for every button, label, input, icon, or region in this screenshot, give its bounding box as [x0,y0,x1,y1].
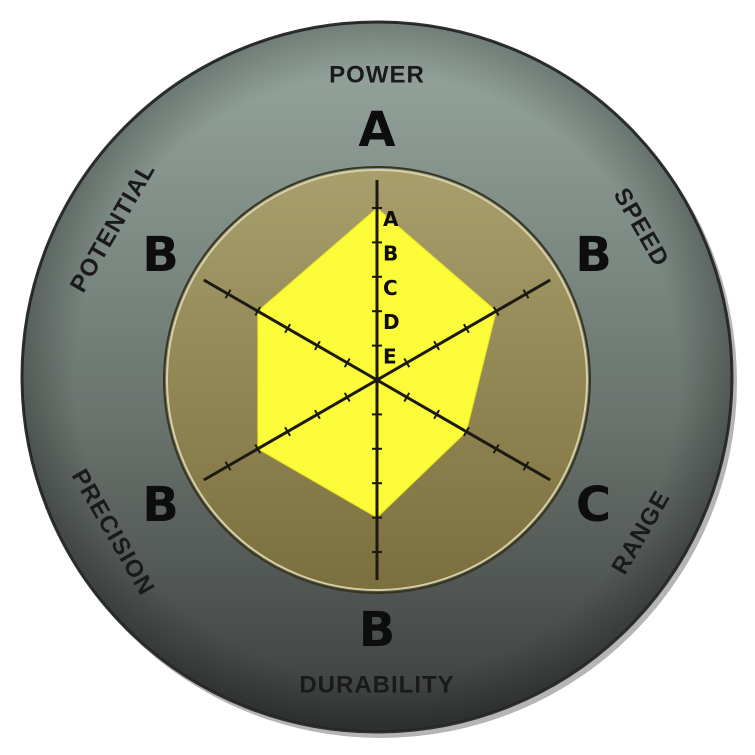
axis-line-precision [203,378,378,482]
axis-tick [433,409,440,420]
axis-lines [203,180,551,580]
axis-tick [284,426,291,437]
axis-tick [254,443,262,454]
axis-tick [463,323,470,334]
grade-potential: B [142,227,179,283]
axis-tick [284,323,291,334]
axis-tick [492,306,500,317]
grade-speed: B [575,227,612,283]
scale-letter-a: A [383,207,399,231]
axis-line-range [376,378,551,482]
grade-precision: B [142,477,179,533]
scale-letter-e: E [383,345,397,369]
axis-tick [314,409,321,420]
axis-tick [224,289,232,299]
grade-range: C [576,477,611,533]
grade-power: A [358,102,395,158]
axis-tick [343,357,351,368]
inner-disc-outline [163,166,591,594]
scale-letter-d: D [383,310,400,334]
scale-letter-b: B [383,241,398,265]
axis-line-speed [376,278,551,382]
axis-tick [492,443,500,454]
axis-tick [403,357,411,368]
axis-tick [522,461,530,471]
axis-tick [433,340,440,351]
axis-tick [314,340,321,351]
axis-tick [343,392,351,403]
axis-line-potential [203,278,378,382]
stat-label-durability: DURABILITY [299,672,454,699]
grade-durability: B [359,602,396,658]
axis-tick [224,461,232,471]
scale-letter-c: C [383,276,398,300]
stat-label-power: POWER [329,62,425,89]
axis-tick [254,306,262,317]
axis-tick [522,289,530,299]
axis-tick [463,426,470,437]
axis-tick [403,392,411,403]
